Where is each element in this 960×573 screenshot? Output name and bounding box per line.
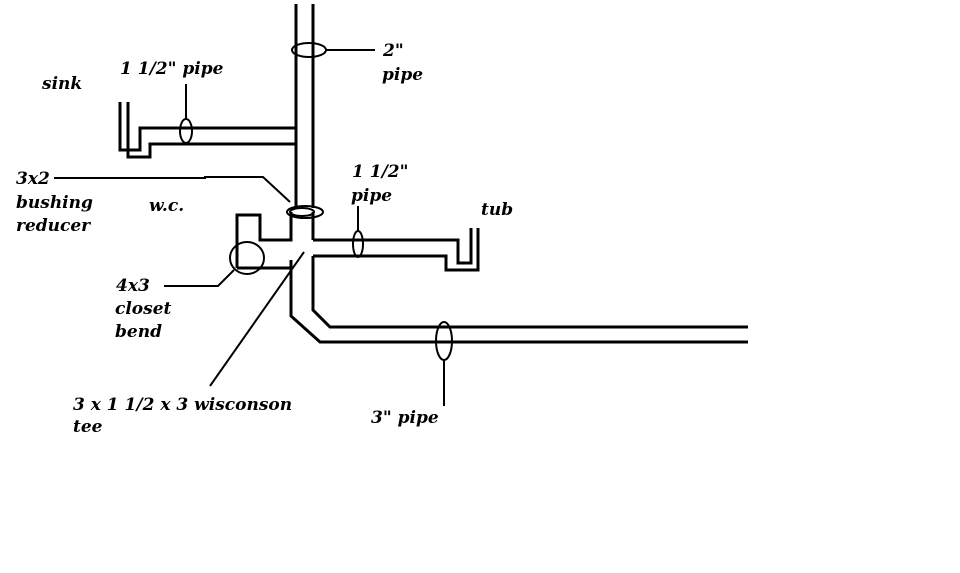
reducer-label-line3: reducer	[16, 216, 91, 236]
main-pipe-label: 3" pipe	[371, 408, 439, 428]
closet-bend-label-line3: bend	[115, 322, 162, 342]
main-pipe-lower	[289, 260, 748, 344]
tub-pipe-word-label: pipe	[351, 186, 393, 206]
tee-label-line2: tee	[73, 417, 103, 437]
reducer-label-line1: 3x2	[16, 169, 50, 189]
vent-pipe-word-label: pipe	[382, 65, 424, 85]
tee-label-line1: 3 x 1 1/2 x 3 wisconson	[73, 395, 293, 415]
closet-bend-label-line2: closet	[115, 299, 172, 319]
reducer-marker-inner	[289, 207, 315, 217]
reducer-label-line2: bushing	[16, 193, 93, 213]
reducer-marker	[286, 205, 324, 219]
vent-pipe-size-label: 2"	[383, 41, 404, 61]
wc-label: w.c.	[149, 196, 185, 216]
sink-label: sink	[42, 74, 83, 94]
tub-pipe-marker	[352, 230, 364, 258]
tub-pipe-size-label: 1 1/2"	[352, 162, 409, 182]
closet-bend-marker	[229, 241, 265, 275]
sink-arm-pipe-lower	[126, 102, 296, 159]
tub-arm-pipe-lower	[313, 228, 480, 272]
closet-bend-label-line1: 4x3	[116, 276, 150, 296]
main-pipe-upper	[311, 256, 748, 329]
tub-label: tub	[481, 200, 514, 220]
tee-body	[235, 212, 293, 268]
tee-leader-line	[209, 251, 305, 387]
sink-pipe-label: 1 1/2" pipe	[120, 59, 224, 79]
sink-pipe-marker	[179, 118, 193, 144]
tub-arm-pipe	[313, 228, 473, 265]
closet-bend-leader-line	[164, 269, 235, 287]
reducer-leader-line	[54, 176, 291, 203]
